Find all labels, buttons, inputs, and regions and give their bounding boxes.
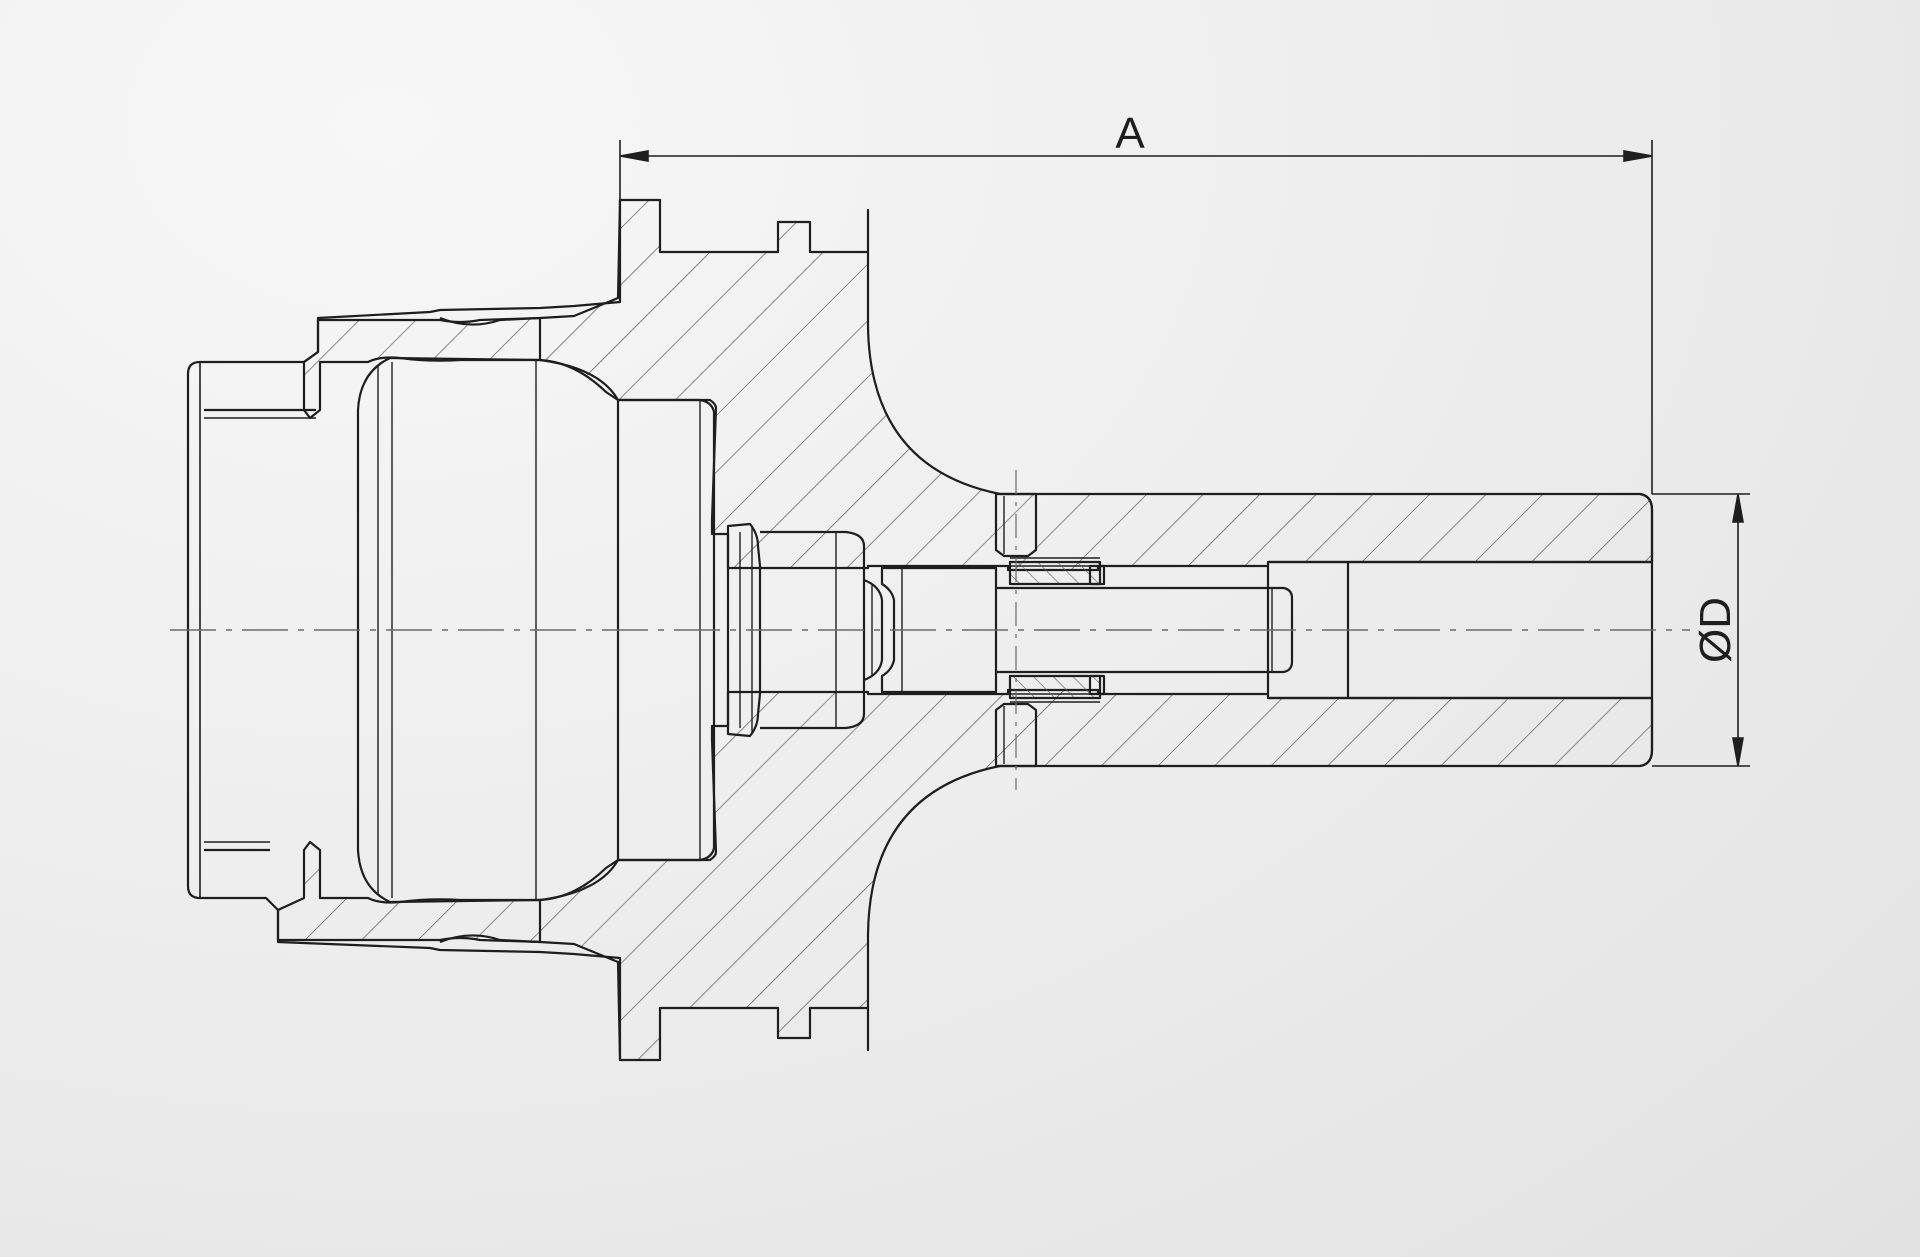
dimension-d-label: ØD: [1691, 597, 1740, 663]
arrow-bottom: [1732, 737, 1744, 767]
flange-upper: [186, 200, 622, 412]
arrow-top: [1732, 493, 1744, 523]
arrow-left: [619, 150, 649, 162]
flange-lower: [186, 848, 622, 1060]
cavity-bottom: [389, 898, 541, 904]
balance-screw-upper: [994, 492, 1038, 558]
dimension-diameter: [1652, 493, 1750, 767]
groove-upper: [439, 316, 542, 360]
groove-lower: [439, 900, 542, 944]
cavity-top: [389, 356, 541, 362]
dimension-a-label: A: [1115, 109, 1145, 158]
nut-ring-lower: [1008, 674, 1102, 700]
balance-screw-lower: [994, 702, 1038, 768]
nut-end-lower: [1088, 674, 1106, 696]
set-screw: [880, 566, 998, 694]
arrow-right: [1623, 150, 1653, 162]
body-section-lower: [276, 688, 1654, 1062]
body-section-upper: [302, 198, 1654, 572]
dimension-length: [619, 140, 1653, 494]
nut-end-upper: [1088, 564, 1106, 586]
nut-ring-upper: [1008, 560, 1102, 586]
